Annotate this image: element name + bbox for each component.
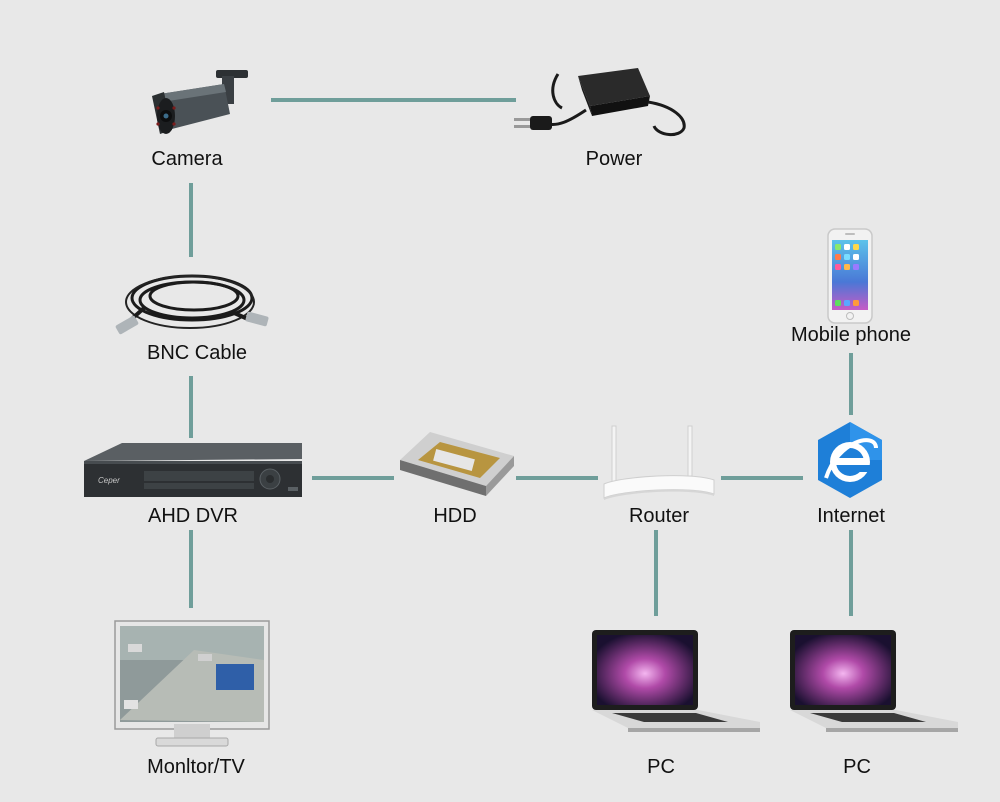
pc-label-1: PC bbox=[647, 756, 675, 778]
connector-camera-bnc bbox=[189, 183, 193, 257]
bnc-cable-label: BNC Cable bbox=[146, 342, 248, 364]
connector-router-internet bbox=[721, 476, 803, 480]
smartphone-icon bbox=[827, 228, 873, 324]
mobile-phone-label: Mobile phone bbox=[790, 324, 912, 346]
connector-bnc-dvr bbox=[189, 376, 193, 438]
bnc-cable-icon bbox=[112, 262, 272, 342]
connector-internet-pc bbox=[849, 530, 853, 616]
router-icon bbox=[602, 422, 716, 504]
pc-label-2: PC bbox=[843, 756, 871, 778]
laptop-icon bbox=[786, 628, 960, 740]
monitor-label: Monltor/TV bbox=[147, 756, 245, 778]
connector-dvr-monitor bbox=[189, 530, 193, 608]
camera-label: Camera bbox=[151, 148, 223, 170]
dvr-label: AHD DVR bbox=[147, 505, 239, 527]
hdd-label: HDD bbox=[433, 505, 477, 527]
connector-mobile-internet bbox=[849, 353, 853, 415]
hdd-icon bbox=[396, 430, 516, 500]
dvr-brand: Ceper bbox=[98, 476, 120, 485]
power-label: Power bbox=[585, 148, 643, 170]
power-adapter-icon bbox=[508, 66, 698, 144]
monitor-icon bbox=[114, 620, 270, 752]
camera-icon bbox=[150, 70, 250, 142]
internet-label: Internet bbox=[817, 505, 885, 527]
connector-router-pc bbox=[654, 530, 658, 616]
internet-explorer-icon bbox=[816, 420, 884, 500]
router-label: Router bbox=[628, 505, 690, 527]
dvr-icon: Ceper bbox=[82, 441, 304, 499]
connector-dvr-hdd bbox=[312, 476, 394, 480]
connector-hdd-router bbox=[516, 476, 598, 480]
connector-camera-power bbox=[271, 98, 516, 102]
laptop-icon bbox=[588, 628, 762, 740]
